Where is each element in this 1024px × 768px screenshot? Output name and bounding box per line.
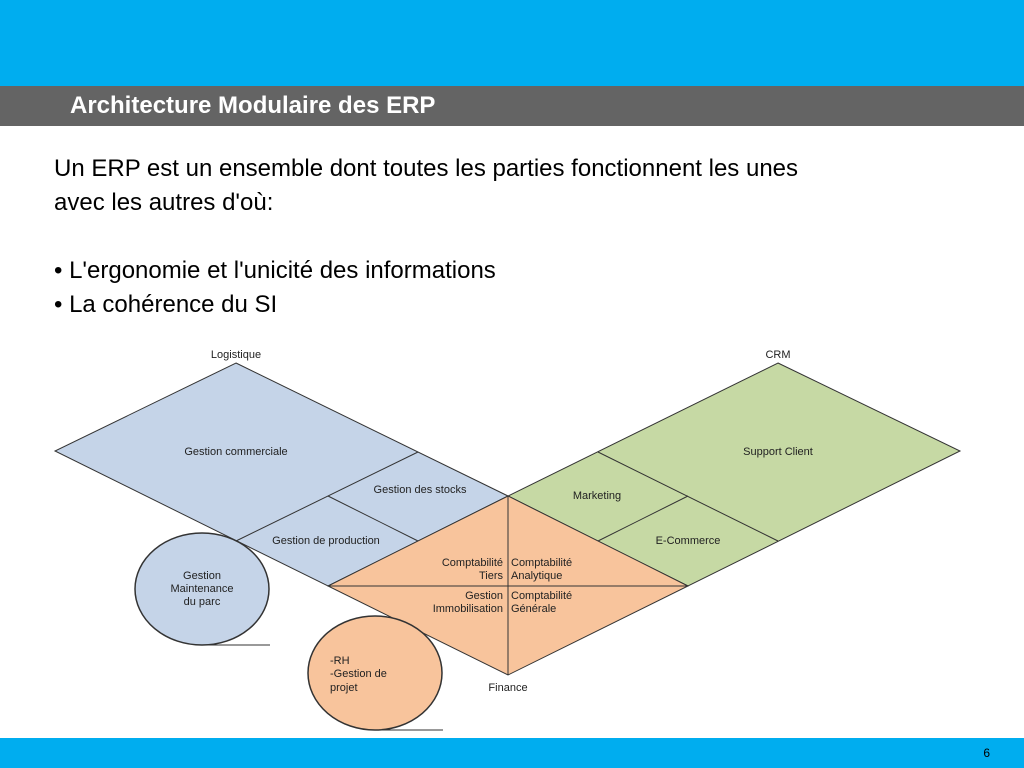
bullet-coherence: • La cohérence du SI (54, 291, 278, 318)
module-gestion-immo-line1: Gestion (465, 590, 503, 602)
module-support-client: Support Client (743, 446, 813, 458)
title-bar: Architecture Modulaire des ERP (0, 86, 1024, 126)
module-compta-analytique-line2: Analytique (511, 570, 562, 582)
module-gestion-production: Gestion de production (272, 535, 380, 547)
erp-architecture-diagram: Logistique CRM Finance Gestion commercia… (53, 349, 962, 731)
module-gestion-commerciale: Gestion commerciale (184, 446, 287, 458)
module-compta-tiers-line1: Comptabilité (442, 557, 503, 569)
maintenance-label-line3: du parc (184, 596, 221, 608)
label-crm: CRM (765, 349, 790, 361)
intro-line-2: avec les autres d'où: (54, 189, 274, 216)
module-marketing: Marketing (573, 490, 621, 502)
module-compta-generale-line1: Comptabilité (511, 590, 572, 602)
rh-label-line2: -Gestion de (330, 668, 387, 680)
header-band (0, 0, 1024, 86)
module-ecommerce: E-Commerce (656, 535, 721, 547)
crm-divider-2 (597, 495, 689, 542)
logistique-divider-2 (327, 495, 419, 542)
maintenance-label-line1: Gestion (183, 570, 221, 582)
maintenance-label-line2: Maintenance (171, 583, 234, 595)
page-number: 6 (983, 746, 990, 760)
bullet-ergonomie: • L'ergonomie et l'unicité des informati… (54, 257, 496, 284)
module-compta-tiers-line2: Tiers (479, 570, 504, 582)
label-finance: Finance (488, 682, 527, 694)
module-gestion-stocks: Gestion des stocks (374, 484, 467, 496)
rh-label-line1: -RH (330, 655, 350, 667)
slide-title: Architecture Modulaire des ERP (70, 92, 436, 119)
footer-band: 6 (0, 738, 1024, 768)
module-compta-analytique-line1: Comptabilité (511, 557, 572, 569)
module-compta-generale-line2: Générale (511, 603, 556, 615)
label-logistique: Logistique (211, 349, 261, 361)
slide-body: Un ERP est un ensemble dont toutes les p… (54, 152, 984, 322)
rh-label-line3: projet (330, 682, 358, 694)
module-gestion-immo-line2: Immobilisation (433, 603, 503, 615)
logistique-divider-1 (235, 451, 419, 542)
intro-line-1: Un ERP est un ensemble dont toutes les p… (54, 155, 799, 182)
